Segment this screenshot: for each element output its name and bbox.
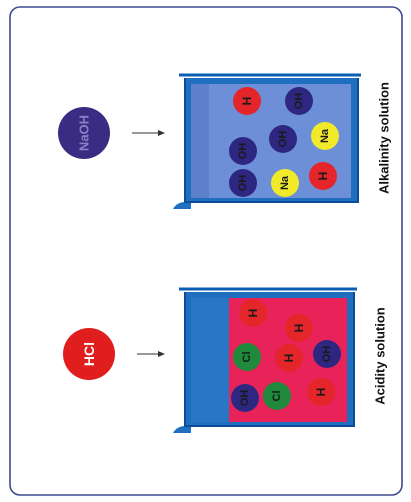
svg-text:OH: OH xyxy=(293,93,305,110)
frame-border xyxy=(9,6,403,496)
svg-text:OH: OH xyxy=(239,390,251,407)
acid-ion-cl-1: Cl xyxy=(233,343,261,371)
acid-ion-cl-2: Cl xyxy=(263,382,291,410)
svg-text:H: H xyxy=(282,354,296,363)
alkali-ion-oh-2: OH xyxy=(269,125,297,153)
svg-text:OH: OH xyxy=(321,346,333,363)
acid-ion-h-2: H xyxy=(285,314,313,342)
svg-text:Na: Na xyxy=(319,128,331,143)
naoh-reagent-ball: NaOH xyxy=(58,107,110,159)
hcl-reagent-ball: HCl xyxy=(63,328,115,380)
alkalinity-panel: NaOH H OH OH OH xyxy=(58,73,392,209)
alkalinity-caption: Alkalinity solution xyxy=(377,82,392,194)
svg-text:H: H xyxy=(246,309,260,318)
svg-text:H: H xyxy=(292,324,306,333)
svg-text:OH: OH xyxy=(277,131,289,148)
alkali-ion-oh-4: OH xyxy=(229,169,257,197)
acidity-panel: HCl H Cl H H xyxy=(63,287,388,433)
svg-text:H: H xyxy=(316,172,330,181)
svg-text:Cl: Cl xyxy=(271,391,283,402)
naoh-label: NaOH xyxy=(77,115,92,151)
svg-text:OH: OH xyxy=(237,175,249,192)
acid-arrow xyxy=(137,351,165,357)
svg-text:H: H xyxy=(314,388,328,397)
acid-ion-oh-2: OH xyxy=(231,384,259,412)
alkali-ion-oh-3: OH xyxy=(229,137,257,165)
svg-text:H: H xyxy=(240,97,254,106)
acidity-caption: Acidity solution xyxy=(373,307,388,405)
alkali-arrow xyxy=(132,130,165,136)
hcl-label: HCl xyxy=(81,342,97,366)
diagram-frame: NaOH H OH OH OH xyxy=(9,6,403,496)
acid-ion-h-4: H xyxy=(307,378,335,406)
acid-ion-h-1: H xyxy=(239,299,267,327)
alkali-ion-na-2: Na xyxy=(271,169,299,197)
alkali-ion-na-1: Na xyxy=(311,122,339,150)
acid-ion-oh-1: OH xyxy=(313,340,341,368)
acid-ion-h-3: H xyxy=(275,344,303,372)
svg-text:Na: Na xyxy=(279,175,291,190)
alkali-ion-h-1: H xyxy=(233,87,261,115)
alkali-ion-oh-1: OH xyxy=(285,87,313,115)
svg-text:Cl: Cl xyxy=(241,352,253,363)
svg-text:OH: OH xyxy=(237,143,249,160)
alkali-ion-h-2: H xyxy=(309,162,337,190)
